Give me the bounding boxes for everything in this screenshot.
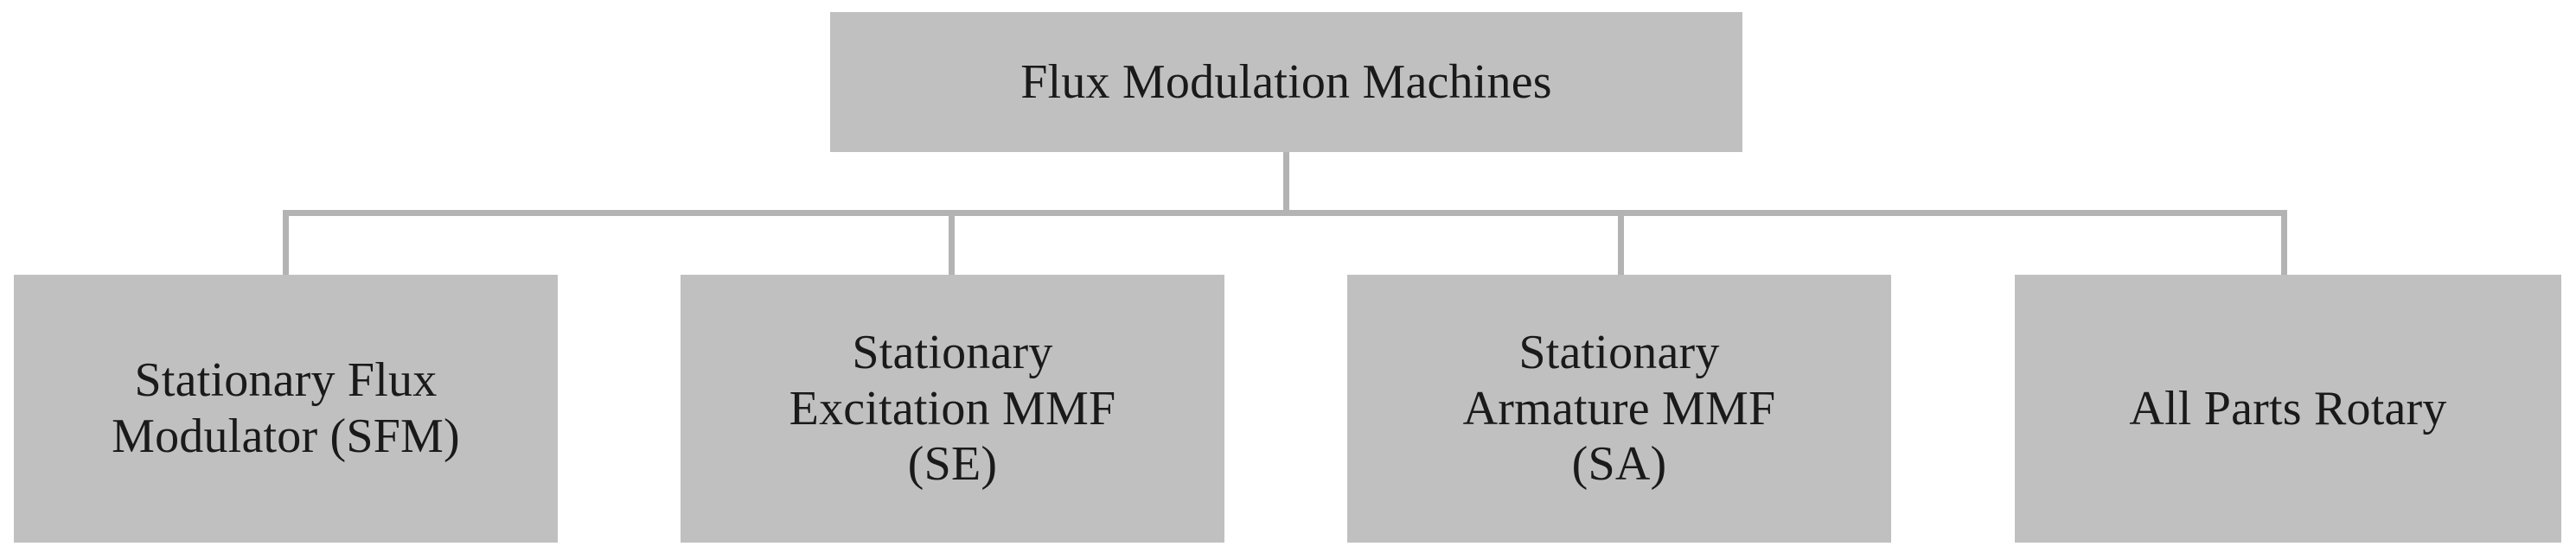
- node-stationary-armature-mmf: Stationary Armature MMF (SA): [1347, 275, 1891, 543]
- node-stationary-excitation-mmf: Stationary Excitation MMF (SE): [681, 275, 1224, 543]
- connector-drop-all-parts-rotary: [2281, 210, 2287, 275]
- node-stationary-flux-modulator: Stationary Flux Modulator (SFM): [14, 275, 558, 543]
- connector-root-stem: [1283, 152, 1289, 213]
- connector-drop-stationary-excitation-mmf: [949, 210, 955, 275]
- node-all-parts-rotary: All Parts Rotary: [2015, 275, 2561, 543]
- node-root-flux-modulation-machines: Flux Modulation Machines: [830, 12, 1742, 152]
- connector-drop-stationary-armature-mmf: [1618, 210, 1624, 275]
- connector-horizontal-bus: [283, 210, 2287, 216]
- connector-drop-stationary-flux-modulator: [283, 210, 289, 275]
